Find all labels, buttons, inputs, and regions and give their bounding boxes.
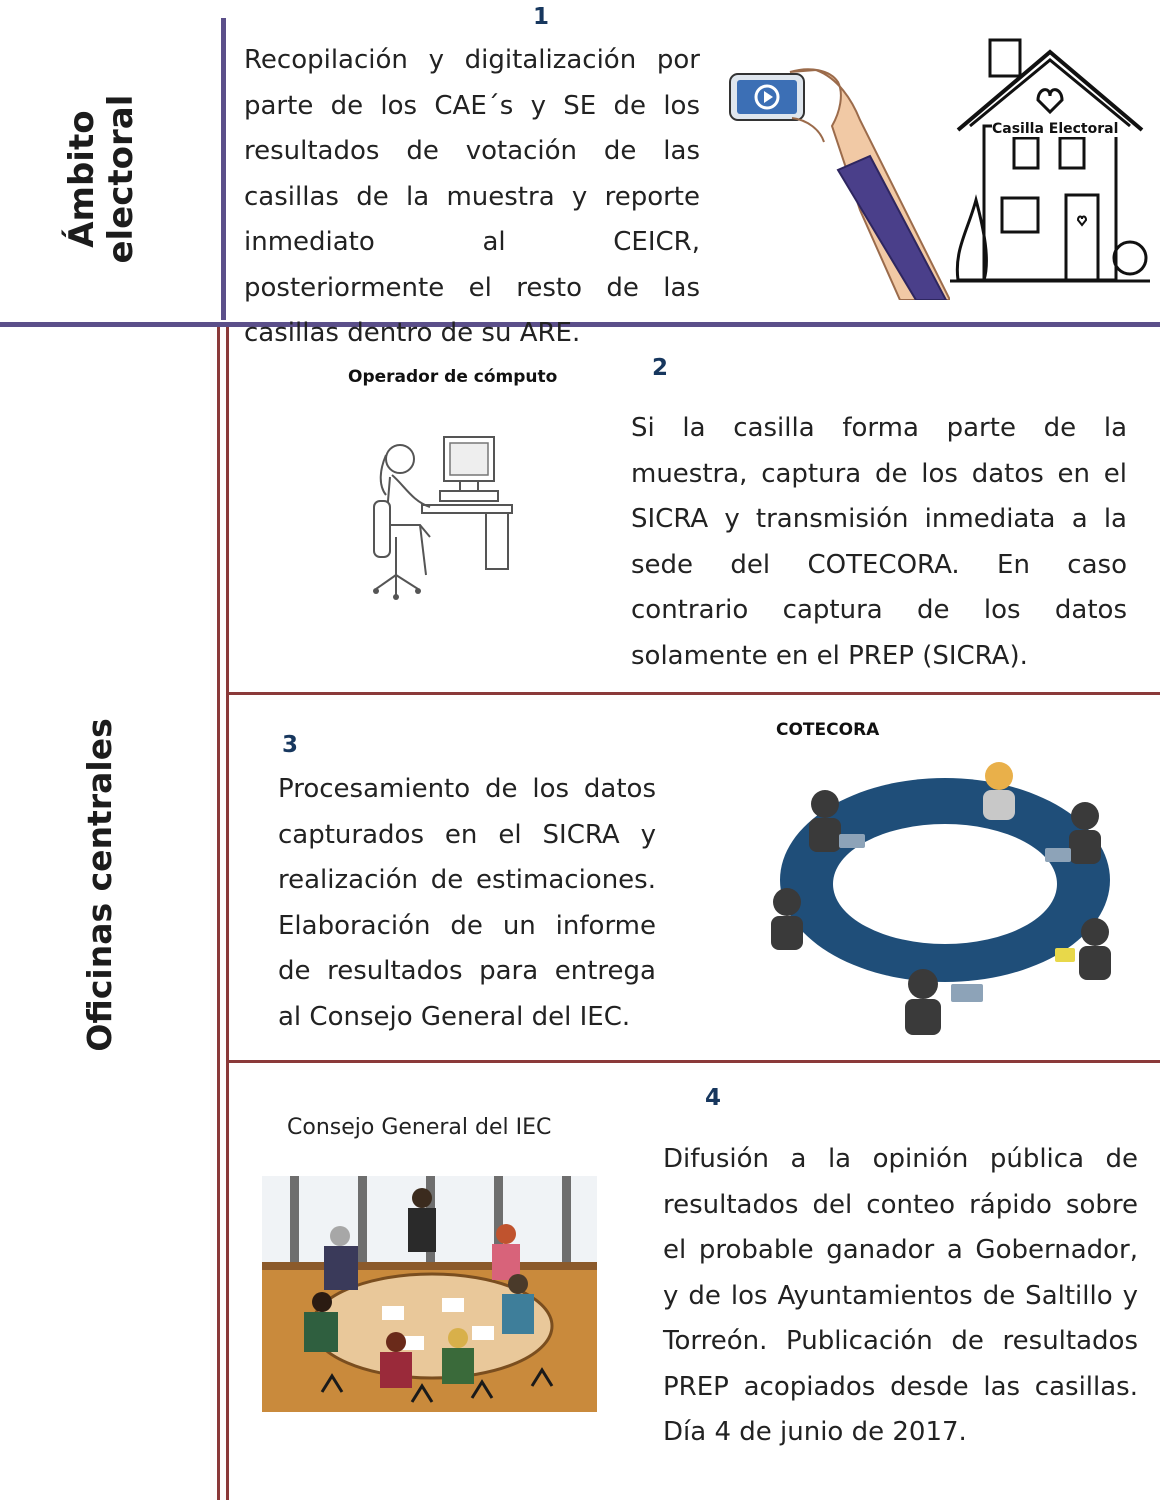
section-divider bbox=[0, 322, 1160, 327]
step-1-text: Recopilación y digitalización por parte … bbox=[244, 45, 700, 348]
step-3-number: 3 bbox=[282, 732, 299, 758]
step-2-number: 2 bbox=[652, 355, 669, 381]
row-divider-3-4 bbox=[229, 1060, 1160, 1063]
step-4-number: 4 bbox=[705, 1085, 722, 1111]
meeting-table-illustration bbox=[771, 762, 1111, 1035]
vertical-divider-bottom-a bbox=[217, 327, 220, 1500]
step-2-text: Si la casilla forma parte de la muestra,… bbox=[631, 413, 1127, 671]
phone-in-hand-illustration bbox=[729, 68, 950, 300]
step-2-caption: Operador de cómputo bbox=[348, 367, 558, 387]
step-3-text: Procesamiento de los datos capturados en… bbox=[278, 774, 656, 1032]
step-4-caption: Consejo General del IEC bbox=[287, 1115, 552, 1140]
central-section-label: Oficinas centrales bbox=[80, 718, 120, 1052]
computer-operator-illustration bbox=[373, 436, 513, 600]
house-label: Casilla Electoral bbox=[992, 121, 1119, 137]
step-1-number: 1 bbox=[533, 4, 550, 30]
vertical-divider-bottom-b bbox=[226, 327, 229, 1500]
vertical-divider-top bbox=[221, 18, 226, 320]
council-meeting-illustration bbox=[262, 1176, 597, 1412]
step-4-text: Difusión a la opinión pública de resulta… bbox=[663, 1144, 1138, 1447]
polling-house-illustration bbox=[950, 38, 1150, 283]
step-3-caption: COTECORA bbox=[776, 720, 880, 740]
row-divider-2-3 bbox=[229, 692, 1160, 695]
electoral-label-line-2: electoral bbox=[101, 94, 141, 264]
electoral-label-line-1: Ámbito bbox=[61, 110, 102, 248]
electoral-section-label: Ámbito electoral bbox=[61, 59, 141, 299]
